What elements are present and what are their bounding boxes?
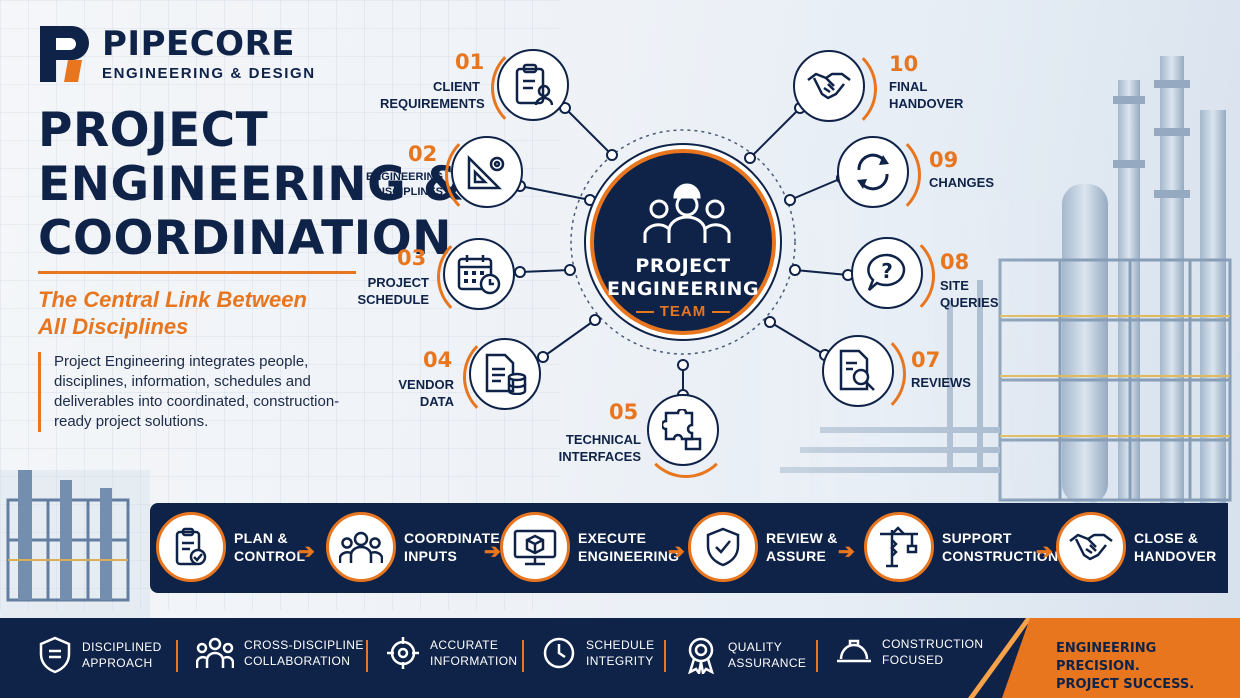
node-number: 04	[423, 348, 453, 372]
monitor-cube-icon	[513, 529, 557, 566]
node-site-queries: ?	[851, 231, 935, 321]
subtitle-line: The Central Link Between	[38, 287, 307, 312]
people-group-icon	[339, 531, 383, 563]
svg-text:?: ?	[881, 259, 893, 283]
clipboard-check-icon	[175, 527, 207, 566]
document-database-icon	[485, 353, 527, 395]
node-client-requirements	[491, 43, 569, 133]
slogan: ENGINEERING PRECISION. PROJECT SUCCESS.	[1056, 640, 1240, 694]
description: Project Engineering integrates people, d…	[38, 352, 348, 432]
footer-divider	[176, 640, 178, 672]
hardhat-icon	[837, 639, 871, 663]
footer-divider	[816, 640, 818, 672]
node-technical-interfaces	[641, 394, 731, 478]
node-final-handover	[793, 44, 877, 134]
page-title: PROJECT ENGINEERING & COORDINATION	[38, 104, 465, 266]
node-number: 09	[929, 148, 959, 172]
arrow-right-icon: ➔	[838, 541, 855, 563]
node-number: 02	[408, 142, 438, 166]
title-line: COORDINATION	[38, 211, 452, 266]
subtitle-line: All Disciplines	[38, 314, 189, 339]
footer-divider	[366, 640, 368, 672]
question-bubble-icon: ?	[867, 253, 906, 291]
node-label: CHANGES	[929, 175, 995, 190]
footer-divider	[664, 640, 666, 672]
node-number: 01	[455, 50, 485, 74]
node-number: 05	[609, 400, 639, 424]
hub-title-line: PROJECT	[635, 255, 731, 277]
people-icon	[196, 637, 234, 668]
process-step-close-handover: CLOSE &HANDOVER	[1056, 512, 1217, 582]
handshake-icon	[1069, 533, 1113, 561]
arrow-right-icon: ➔	[484, 541, 501, 563]
arrow-right-icon: ➔	[298, 541, 315, 563]
shield-lines-icon	[39, 636, 71, 674]
arrow-right-icon: ➔	[1036, 541, 1053, 563]
node-number: 08	[940, 250, 970, 274]
handshake-icon	[807, 72, 851, 100]
hub-title: PROJECT ENGINEERING	[594, 255, 772, 301]
shield-check-icon	[706, 527, 740, 567]
subtitle: The Central Link Between All Disciplines	[38, 286, 358, 340]
slogan-line: ENGINEERING PRECISION.	[1056, 641, 1157, 674]
title-line: ENGINEERING &	[38, 157, 465, 212]
hub-team-label: TEAM	[594, 303, 772, 320]
clock-icon	[543, 637, 575, 669]
node-label: REVIEWS	[911, 375, 971, 390]
pipecore-logo-icon	[40, 26, 89, 82]
award-ribbon-icon	[688, 637, 714, 674]
brand: PIPECORE ENGINEERING & DESIGN	[38, 24, 316, 84]
process-step-plan-control: PLAN &CONTROL	[156, 512, 305, 582]
hub-team-text: TEAM	[659, 303, 707, 320]
title-divider	[38, 271, 356, 274]
calendar-clock-icon	[457, 255, 501, 295]
node-number: 07	[911, 348, 941, 372]
project-engineering-hub: PROJECT ENGINEERING TEAM	[590, 149, 776, 335]
node-vendor-data	[463, 332, 541, 422]
target-icon	[387, 637, 419, 669]
team-hardhat-icon	[643, 183, 731, 243]
title-line: PROJECT	[38, 103, 269, 158]
slogan-panel: ENGINEERING PRECISION. PROJECT SUCCESS.	[1002, 618, 1240, 698]
brand-tagline: ENGINEERING & DESIGN	[102, 64, 316, 82]
node-engineering-disciplines	[445, 130, 523, 220]
arrow-right-icon: ➔	[668, 541, 685, 563]
document-magnifier-icon	[839, 349, 875, 391]
node-number: 03	[397, 246, 427, 270]
brand-name: PIPECORE	[102, 23, 295, 64]
process-step-review-assure: REVIEW &ASSURE	[688, 512, 838, 582]
puzzle-icon	[662, 409, 702, 451]
refresh-arrows-icon	[857, 153, 889, 191]
clipboard-user-icon	[515, 63, 553, 106]
node-number: 10	[889, 52, 919, 76]
footer-divider	[522, 640, 524, 672]
node-changes	[837, 130, 921, 220]
node-reviews	[822, 329, 906, 419]
set-square-gear-icon	[467, 154, 505, 190]
node-project-schedule	[437, 232, 515, 322]
crane-icon	[880, 526, 918, 568]
slogan-line: PROJECT SUCCESS.	[1056, 677, 1195, 692]
hub-title-line: ENGINEERING	[606, 278, 760, 300]
